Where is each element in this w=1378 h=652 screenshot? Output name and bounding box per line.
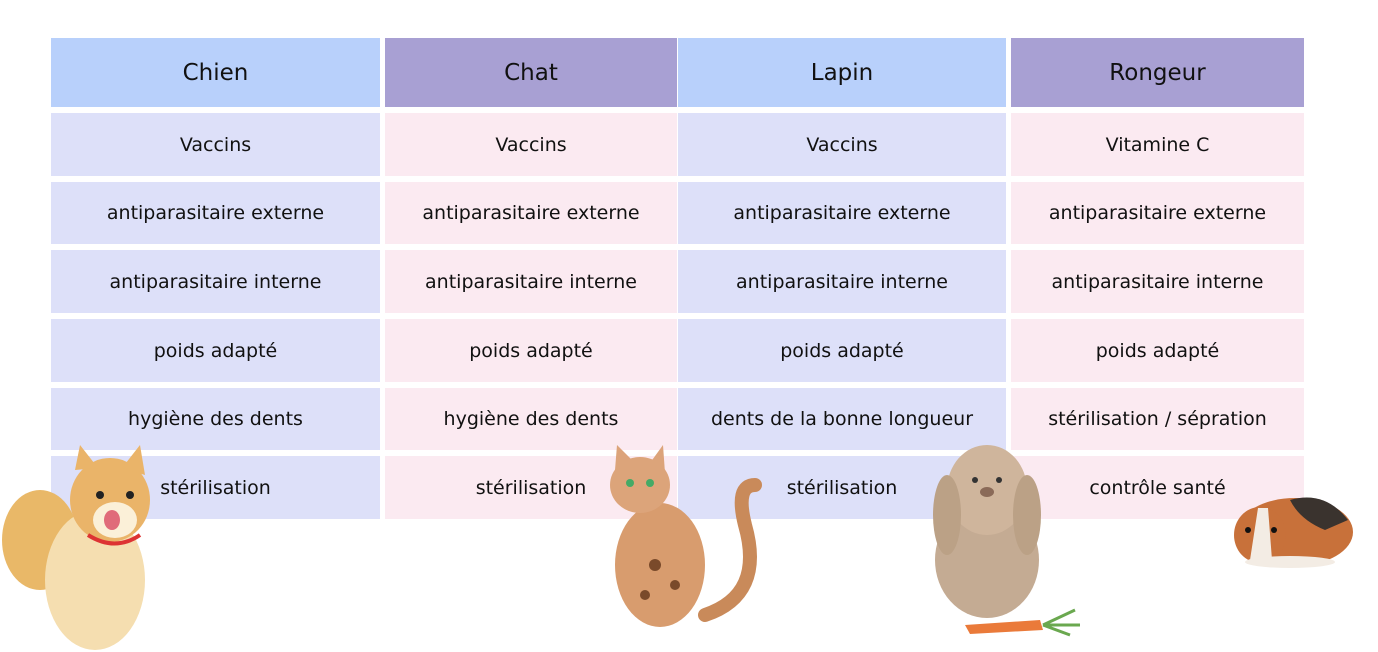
- table-cell: contrôle santé: [1011, 456, 1304, 519]
- table-cell: Vaccins: [51, 113, 380, 176]
- table-cell: antiparasitaire externe: [1011, 182, 1304, 244]
- table-cell: antiparasitaire externe: [51, 182, 380, 244]
- table-cell: poids adapté: [1011, 319, 1304, 382]
- table-cell: Vaccins: [385, 113, 677, 176]
- column-header-rongeur: Rongeur: [1011, 38, 1304, 107]
- rabbit-illustration: [933, 445, 1080, 637]
- table-cell: antiparasitaire interne: [51, 250, 380, 313]
- column-header-chien: Chien: [51, 38, 380, 107]
- table-cell: poids adapté: [385, 319, 677, 382]
- table-cell: antiparasitaire interne: [385, 250, 677, 313]
- table-cell: antiparasitaire externe: [678, 182, 1006, 244]
- table-cell: poids adapté: [51, 319, 380, 382]
- table-cell: antiparasitaire interne: [678, 250, 1006, 313]
- dog-illustration: [2, 445, 150, 650]
- table-cell: hygiène des dents: [385, 388, 677, 450]
- table-cell: Vaccins: [678, 113, 1006, 176]
- cat-illustration: [610, 445, 762, 627]
- table-cell: antiparasitaire externe: [385, 182, 677, 244]
- table-cell: Vitamine C: [1011, 113, 1304, 176]
- column-header-lapin: Lapin: [678, 38, 1006, 107]
- column-header-chat: Chat: [385, 38, 677, 107]
- table-cell: antiparasitaire interne: [1011, 250, 1304, 313]
- table-cell: poids adapté: [678, 319, 1006, 382]
- table-cell: hygiène des dents: [51, 388, 380, 450]
- table-cell: stérilisation / sépration: [1011, 388, 1304, 450]
- table-cell: dents de la bonne longueur: [678, 388, 1006, 450]
- guinea-pig-illustration: [1234, 497, 1353, 568]
